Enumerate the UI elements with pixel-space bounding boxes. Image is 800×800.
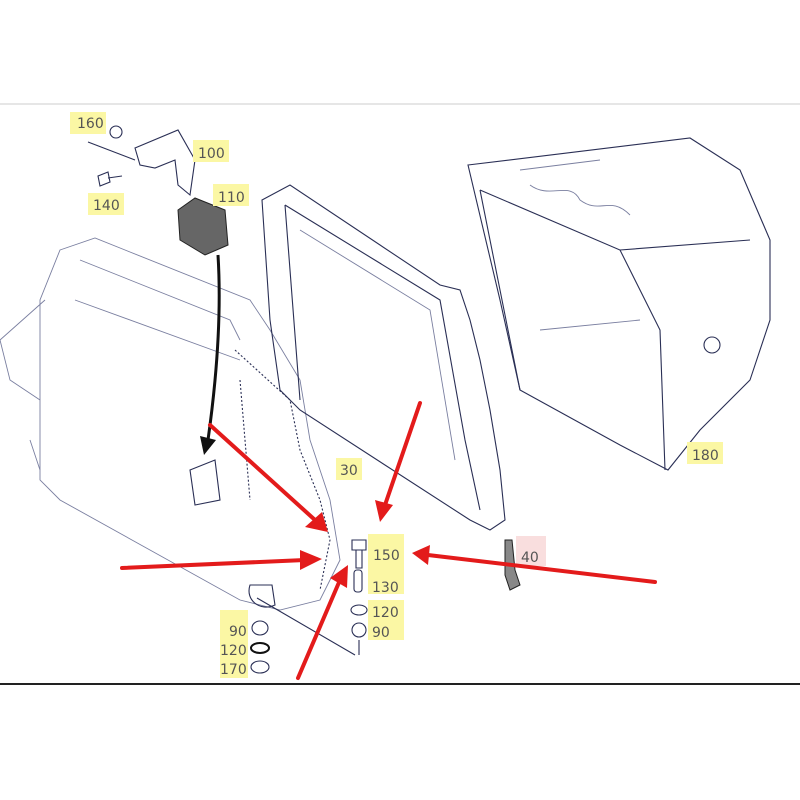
label-40: 40	[521, 550, 539, 566]
highlight-140	[88, 193, 124, 215]
relay-110	[177, 197, 229, 256]
highlight-110	[213, 184, 249, 206]
red-arrow-3	[296, 565, 348, 680]
label-100: 100	[198, 146, 225, 162]
label-90-center: 90	[372, 625, 390, 641]
label-160: 160	[77, 116, 104, 132]
red-arrow-2	[120, 550, 322, 570]
highlight-40	[516, 536, 546, 566]
label-180: 180	[692, 448, 719, 464]
mount-parts-left	[250, 620, 270, 674]
bolt-140	[97, 171, 123, 187]
label-130: 130	[372, 580, 399, 596]
label-90-left: 90	[229, 624, 247, 640]
highlight-120-90	[368, 600, 404, 640]
radiator-30	[261, 184, 506, 531]
label-140: 140	[93, 198, 120, 214]
label-30: 30	[340, 463, 358, 479]
highlight-150-130	[368, 534, 404, 594]
label-150: 150	[373, 548, 400, 564]
highlight-100	[193, 140, 229, 162]
label-170: 170	[220, 662, 247, 678]
label-120-left: 120	[220, 643, 247, 659]
label-110: 110	[218, 190, 245, 206]
label-120-center: 120	[372, 605, 399, 621]
highlight-160	[70, 112, 106, 134]
radiator-left	[0, 237, 341, 611]
fan-shroud-180	[467, 137, 771, 471]
highlight-180	[687, 442, 723, 464]
bracket-100	[87, 129, 196, 197]
highlight-30	[336, 458, 362, 480]
mount-parts-center	[256, 539, 368, 656]
black-arrow	[200, 254, 221, 455]
highlight-90-120-170	[220, 610, 248, 678]
red-arrow-1	[208, 423, 328, 532]
red-arrow-5	[412, 545, 657, 584]
nut-160	[109, 125, 123, 139]
red-arrow-4	[375, 401, 422, 522]
